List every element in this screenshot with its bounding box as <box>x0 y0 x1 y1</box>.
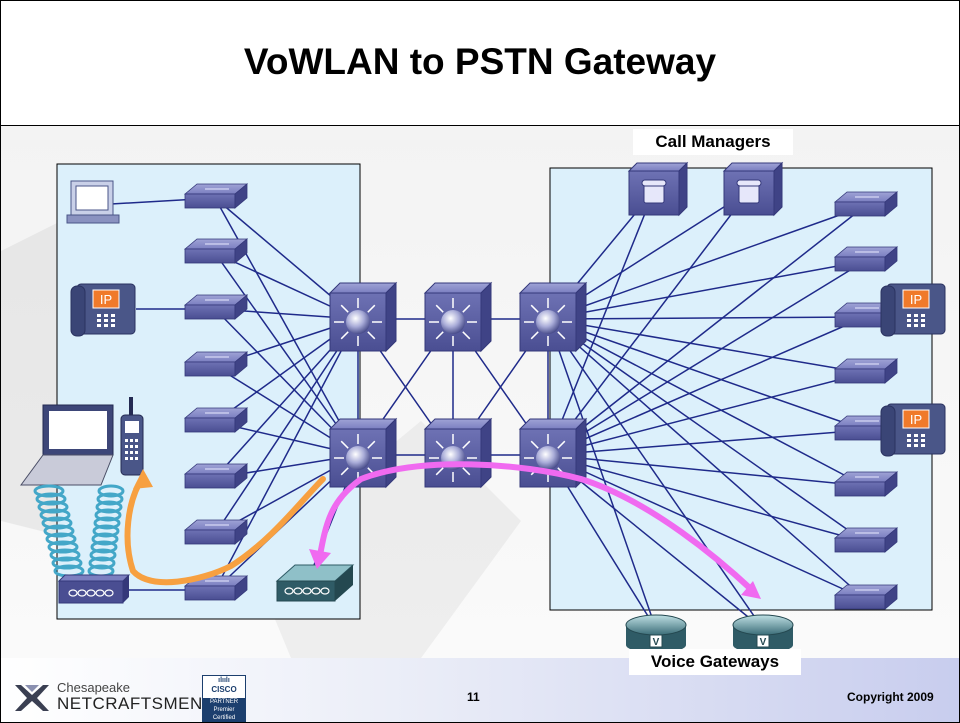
cisco-brand: CISCO <box>211 685 237 694</box>
netcraftsmen-logo-icon <box>15 685 49 711</box>
call-manager-2 <box>722 161 784 217</box>
access-switch-left-2 <box>183 238 249 264</box>
slide-title: VoWLAN to PSTN Gateway <box>243 41 717 82</box>
ip-phone-right-2: IP <box>880 403 946 457</box>
call-managers-label: Call Managers <box>633 129 793 155</box>
access-switch-left-7 <box>183 519 249 545</box>
orange-call-path <box>124 474 326 586</box>
wireless-signal-coils <box>33 484 125 578</box>
access-switch-left-6 <box>183 463 249 489</box>
core-switch-3 <box>518 281 588 353</box>
core-switch-4 <box>328 417 398 489</box>
ip-phone-label: IP <box>910 292 922 307</box>
access-switch-left-3 <box>183 294 249 320</box>
access-switch-right-6 <box>833 471 899 497</box>
cisco-bars-icon: ılıılı <box>218 677 230 684</box>
access-switch-left-5 <box>183 407 249 433</box>
access-switch-right-1 <box>833 191 899 217</box>
laptop-icon <box>20 404 114 486</box>
ip-phone-right-1: IP <box>880 283 946 337</box>
page-number: 11 <box>467 690 480 704</box>
copyright-text: Copyright 2009 <box>847 690 934 704</box>
access-switch-left-1 <box>183 183 249 209</box>
access-switch-right-2 <box>833 246 899 272</box>
wireless-phone-icon <box>120 397 144 476</box>
orange-arrowhead <box>133 469 153 489</box>
magenta-arrowhead-left <box>309 549 331 569</box>
network-nodes: V V IP IP IP <box>20 161 946 653</box>
ip-phone-left: IP <box>70 283 136 337</box>
voice-router-label: V <box>653 637 660 648</box>
ip-phone-label: IP <box>100 292 112 307</box>
core-switch-5 <box>423 417 493 489</box>
cisco-level-2: Certified <box>212 715 236 721</box>
wireless-lan-controller <box>275 564 355 602</box>
company-name-line2: NETCRAFTSMEN <box>57 694 203 713</box>
magenta-arrowhead-right <box>741 581 761 599</box>
voice-gateway-2: V <box>732 614 794 653</box>
core-switch-1 <box>328 281 398 353</box>
company-name-line1: Chesapeake <box>57 680 130 695</box>
cisco-level-1: Premier <box>213 707 235 713</box>
voice-gateways-label: Voice Gateways <box>629 649 801 675</box>
access-switch-left-4 <box>183 351 249 377</box>
access-switch-right-8 <box>833 584 899 610</box>
desktop-pc-icon <box>66 180 120 224</box>
title-band: VoWLAN to PSTN Gateway <box>1 1 959 126</box>
access-switch-right-7 <box>833 527 899 553</box>
access-switch-left-8 <box>183 575 249 601</box>
voice-gateway-1: V <box>625 614 687 653</box>
cisco-tier: PARTNER <box>209 699 239 705</box>
ip-phone-label: IP <box>910 412 922 427</box>
cisco-partner-badge: ılıılı CISCO PARTNER Premier Certified <box>202 675 246 722</box>
core-switch-2 <box>423 281 493 353</box>
access-switch-right-4 <box>833 358 899 384</box>
magenta-call-path <box>316 461 756 594</box>
call-manager-1 <box>627 161 689 217</box>
voice-router-label: V <box>760 637 767 648</box>
wireless-access-point-left <box>57 574 131 604</box>
